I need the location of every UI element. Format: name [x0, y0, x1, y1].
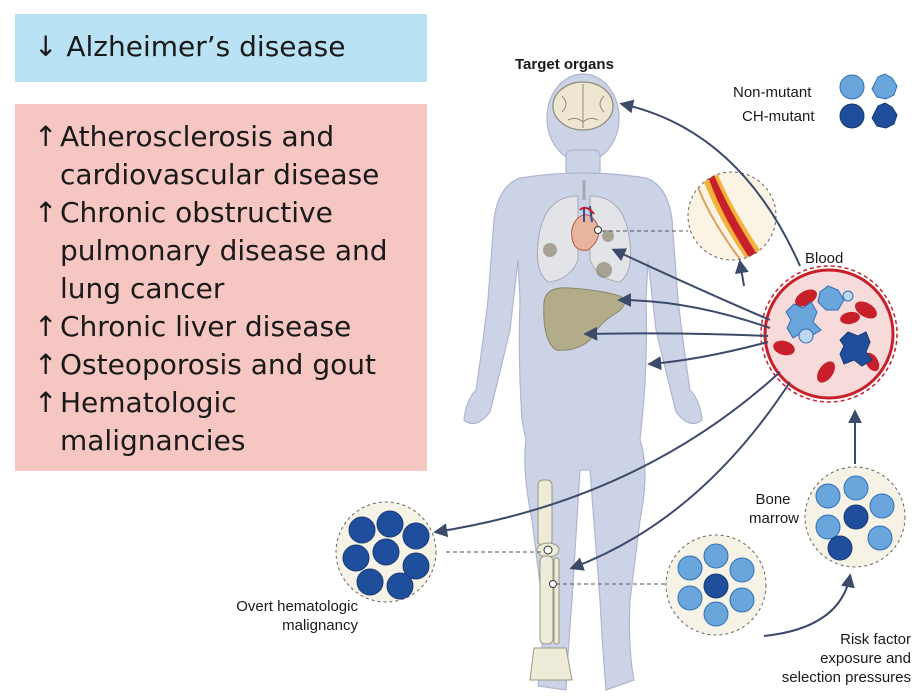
leg-bones: [529, 479, 573, 681]
up-arrow-icon: ↑: [34, 310, 58, 343]
arrow-to-brain: [619, 99, 801, 267]
brain-organ: [552, 81, 614, 131]
down-arrow-icon: ↓: [34, 30, 58, 63]
bone-marrow-inset: [804, 466, 906, 568]
risk-factor-label: Risk factor exposure and selection press…: [781, 631, 911, 686]
early-marrow-inset: [665, 534, 767, 636]
heart-organ: [571, 205, 602, 251]
increased-item: ↑Osteoporosis and gout: [34, 346, 440, 384]
up-arrow-icon: ↑: [34, 348, 58, 381]
blood-label: Blood: [805, 250, 844, 267]
arrow-to-lungs: [611, 248, 771, 321]
legend-cells: [839, 73, 898, 129]
up-arrow-icon: ↑: [34, 196, 58, 229]
arrow-to-liver: [583, 326, 769, 341]
increased-item-label: Chronic liver disease: [60, 310, 352, 343]
up-arrow-icon: ↑: [34, 386, 58, 419]
target-organs-title: Target organs: [515, 56, 614, 73]
arrow-to-right-arm: [647, 341, 769, 371]
overt-malignancy-label: Overt hematologic malignancy: [236, 598, 358, 634]
increased-item: ↑Atherosclerosis and cardiovascular dise…: [34, 118, 410, 194]
non-mutant-legend-label: Non-mutant: [733, 84, 812, 101]
decreased-item-label: Alzheimer’s disease: [66, 30, 346, 63]
increased-item: ↑Chronic liver disease: [34, 308, 440, 346]
increased-item-label: Osteoporosis and gout: [60, 348, 376, 381]
arrows: [433, 99, 862, 637]
malignancy-inset: [335, 501, 437, 603]
increased-item-label: Hematologic malignancies: [60, 386, 246, 457]
human-body-silhouette: [463, 73, 703, 691]
increased-risk-panel: ↑Atherosclerosis and cardiovascular dise…: [15, 104, 427, 471]
liver-organ: [543, 287, 625, 351]
blood-inset: [760, 265, 898, 403]
increased-item: ↑Chronic obstructive pulmonary disease a…: [34, 194, 400, 308]
increased-item-label: Chronic obstructive pulmonary disease an…: [60, 196, 388, 305]
dashed-connectors: [446, 230, 688, 585]
up-arrow-icon: ↑: [34, 120, 58, 153]
arrow-to-liver-upper: [617, 293, 771, 329]
decreased-risk-panel: ↓ Alzheimer’s disease: [15, 14, 427, 82]
arrow-risk-to-marrow: [763, 573, 855, 637]
ch-mutant-legend-label: CH-mutant: [742, 108, 815, 125]
non-mutant-activated-cell-icon: [871, 73, 898, 100]
blood-vessel-inset: [687, 171, 777, 261]
ch-mutant-cell-icon: [839, 103, 865, 129]
ch-mutant-activated-cell-icon: [871, 102, 898, 129]
decreased-item: ↓ Alzheimer’s disease: [34, 28, 346, 66]
non-mutant-cell-icon: [839, 74, 865, 100]
arrow-to-malignancy: [433, 371, 781, 538]
bone-marrow-label: Bone marrow: [749, 491, 800, 527]
arrow-to-bone: [569, 381, 791, 571]
increased-item-label: Atherosclerosis and cardiovascular disea…: [60, 120, 380, 191]
increased-risk-list: ↑Atherosclerosis and cardiovascular dise…: [34, 118, 440, 460]
increased-item: ↑Hematologic malignancies: [34, 384, 300, 460]
